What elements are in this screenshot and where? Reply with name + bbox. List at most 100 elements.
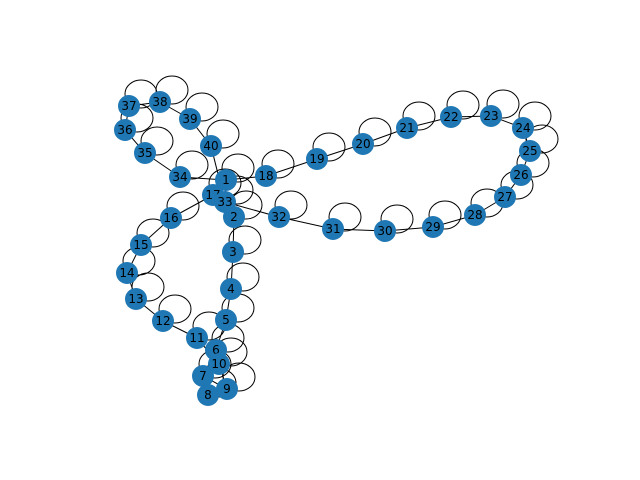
node-label-15: 15 bbox=[133, 238, 148, 252]
node-circle-34 bbox=[169, 166, 191, 188]
node-16: 16 bbox=[160, 207, 182, 229]
node-23: 23 bbox=[480, 105, 502, 127]
node-circle-40 bbox=[200, 135, 222, 157]
self-loop-19 bbox=[312, 132, 346, 162]
node-circle-12 bbox=[152, 310, 174, 332]
self-loop-38 bbox=[155, 75, 189, 105]
node-36: 36 bbox=[114, 119, 136, 141]
self-loop-1 bbox=[221, 153, 255, 183]
node-circle-10 bbox=[208, 353, 230, 375]
node-circle-16 bbox=[160, 207, 182, 229]
self-loop-12 bbox=[158, 294, 192, 324]
node-label-24: 24 bbox=[515, 121, 530, 135]
node-circle-24 bbox=[512, 117, 534, 139]
self-loop-4 bbox=[226, 262, 260, 292]
node-circle-19 bbox=[306, 148, 328, 170]
node-circle-3 bbox=[222, 241, 244, 263]
node-label-11: 11 bbox=[189, 331, 204, 345]
node-label-31: 31 bbox=[325, 222, 340, 236]
node-label-20: 20 bbox=[355, 137, 370, 151]
node-label-38: 38 bbox=[152, 95, 167, 109]
node-label-25: 25 bbox=[522, 144, 537, 158]
node-label-30: 30 bbox=[377, 224, 392, 238]
node-circle-39 bbox=[179, 108, 201, 130]
node-label-35: 35 bbox=[137, 146, 152, 160]
node-label-6: 6 bbox=[212, 343, 220, 357]
node-label-5: 5 bbox=[222, 313, 230, 327]
node-circle-1 bbox=[215, 169, 237, 191]
self-loop-9 bbox=[222, 362, 256, 392]
node-label-9: 9 bbox=[223, 382, 231, 396]
node-label-27: 27 bbox=[497, 190, 512, 204]
node-15: 15 bbox=[130, 234, 152, 256]
node-label-21: 21 bbox=[399, 121, 414, 135]
node-circle-31 bbox=[322, 218, 344, 240]
node-circle-37 bbox=[118, 95, 140, 117]
node-22: 22 bbox=[440, 106, 462, 128]
node-circle-20 bbox=[352, 133, 374, 155]
self-loop-30 bbox=[380, 204, 414, 234]
node-label-29: 29 bbox=[425, 220, 440, 234]
node-label-10: 10 bbox=[211, 357, 226, 371]
node-circle-11 bbox=[186, 327, 208, 349]
node-label-18: 18 bbox=[258, 169, 273, 183]
node-label-32: 32 bbox=[271, 210, 286, 224]
node-label-36: 36 bbox=[117, 123, 132, 137]
self-loop-31 bbox=[328, 202, 362, 232]
node-label-23: 23 bbox=[483, 109, 498, 123]
node-circle-30 bbox=[374, 220, 396, 242]
node-circle-27 bbox=[494, 186, 516, 208]
node-35: 35 bbox=[134, 142, 156, 164]
node-24: 24 bbox=[512, 117, 534, 139]
node-34: 34 bbox=[169, 166, 191, 188]
node-circle-9 bbox=[216, 378, 238, 400]
node-circle-22 bbox=[440, 106, 462, 128]
node-40: 40 bbox=[200, 135, 222, 157]
node-circle-21 bbox=[396, 117, 418, 139]
self-loop-22 bbox=[446, 90, 480, 120]
node-label-40: 40 bbox=[203, 139, 218, 153]
node-5: 5 bbox=[215, 309, 237, 331]
node-33: 33 bbox=[214, 191, 236, 213]
node-label-14: 14 bbox=[119, 266, 134, 280]
node-11: 11 bbox=[186, 327, 208, 349]
node-circle-5 bbox=[215, 309, 237, 331]
edge-layer bbox=[124, 101, 531, 396]
node-circle-15 bbox=[130, 234, 152, 256]
node-12: 12 bbox=[152, 310, 174, 332]
node-32: 32 bbox=[268, 206, 290, 228]
node-circle-8 bbox=[197, 384, 219, 406]
self-loop-39 bbox=[185, 92, 219, 122]
node-19: 19 bbox=[306, 148, 328, 170]
node-circle-35 bbox=[134, 142, 156, 164]
node-circle-26 bbox=[510, 164, 532, 186]
node-3: 3 bbox=[222, 241, 244, 263]
node-9: 9 bbox=[216, 378, 238, 400]
node-37: 37 bbox=[118, 95, 140, 117]
self-loop-3 bbox=[228, 225, 262, 255]
node-circle-14 bbox=[116, 262, 138, 284]
node-1: 1 bbox=[215, 169, 237, 191]
node-14: 14 bbox=[116, 262, 138, 284]
node-label-2: 2 bbox=[230, 210, 238, 224]
self-loop-29 bbox=[428, 200, 462, 230]
node-label-7: 7 bbox=[199, 369, 207, 383]
node-29: 29 bbox=[422, 216, 444, 238]
node-25: 25 bbox=[519, 140, 541, 162]
self-loop-21 bbox=[402, 101, 436, 131]
self-loop-16 bbox=[166, 191, 200, 221]
node-7: 7 bbox=[192, 365, 214, 387]
node-label-16: 16 bbox=[163, 211, 178, 225]
node-18: 18 bbox=[255, 165, 277, 187]
node-31: 31 bbox=[322, 218, 344, 240]
node-label-19: 19 bbox=[309, 152, 324, 166]
node-label-12: 12 bbox=[155, 314, 170, 328]
self-loop-24 bbox=[518, 101, 552, 131]
node-39: 39 bbox=[179, 108, 201, 130]
node-26: 26 bbox=[510, 164, 532, 186]
self-loop-layer bbox=[120, 75, 559, 398]
node-label-22: 22 bbox=[443, 110, 458, 124]
self-loop-23 bbox=[486, 89, 520, 119]
node-circle-25 bbox=[519, 140, 541, 162]
